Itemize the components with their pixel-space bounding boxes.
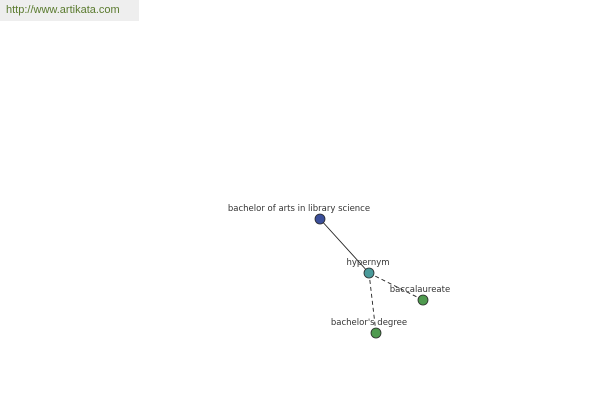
node-marker-baccalaureate[interactable] [417, 294, 429, 306]
node-bachelors-degree[interactable]: bachelor's degree [331, 318, 407, 339]
watermark-url: http://www.artikata.com [6, 4, 120, 16]
node-label-bachelor-of-arts-in-library-science: bachelor of arts in library science [228, 204, 370, 214]
node-marker-bachelors-degree[interactable] [370, 327, 382, 339]
watermark-bar: http://www.artikata.com [0, 0, 139, 21]
node-hypernym[interactable]: hypernym [346, 258, 390, 279]
node-marker-hypernym[interactable] [363, 267, 375, 279]
node-label-hypernym: hypernym [346, 258, 389, 268]
node-marker-bachelor-of-arts-in-library-science[interactable] [314, 213, 326, 225]
node-label-bachelors-degree: bachelor's degree [331, 318, 407, 328]
edge-hypernym-to-bachelors-degree [368, 272, 377, 334]
node-label-baccalaureate: baccalaureate [390, 285, 450, 295]
edge-hypernym-to-baccalaureate [368, 272, 424, 301]
node-bachelor-of-arts-in-library-science[interactable]: bachelor of arts in library science [228, 204, 370, 225]
nodes-layer: bachelor of arts in library science hyper… [228, 204, 450, 339]
edges-layer [319, 218, 424, 334]
edge-bachelor-of-arts-in-library-science-to-hypernym [319, 218, 370, 274]
node-baccalaureate[interactable]: baccalaureate [390, 285, 450, 306]
